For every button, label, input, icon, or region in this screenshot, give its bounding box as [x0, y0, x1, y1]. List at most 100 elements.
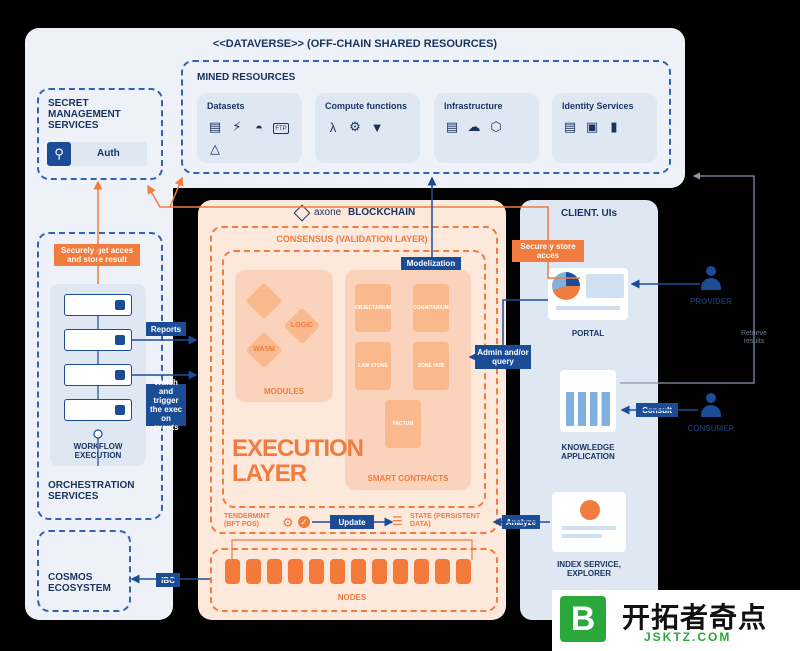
- contract-cognitarium[interactable]: COGNITARIUM: [413, 284, 449, 332]
- mined-resources-title: MINED RESOURCES: [197, 72, 296, 83]
- retrieve-results-label: Retrieve results: [734, 330, 774, 346]
- id-card-icon: ▤: [563, 119, 577, 134]
- consumer-label: CONSUMER: [687, 424, 735, 433]
- contract-objectarium[interactable]: OBJECTARIUM: [355, 284, 391, 332]
- smart-contracts-label: SMART CONTRACTS: [367, 474, 449, 483]
- securely-get-label: Securely get acces and store result: [54, 244, 140, 266]
- modules-box: [235, 270, 333, 402]
- node-block: [351, 559, 366, 584]
- update-label: Update: [330, 515, 374, 529]
- node-block: [309, 559, 324, 584]
- ibc-label: IBC: [156, 573, 180, 587]
- node-block: [414, 559, 429, 584]
- admin-query-label: Admin and/or query: [475, 345, 531, 369]
- watermark-sub: JSKTZ.COM: [644, 630, 732, 644]
- consult-label: Consult: [636, 403, 678, 417]
- auth-box[interactable]: ⚲ Auth: [47, 142, 147, 166]
- modules-label: MODULES: [264, 387, 304, 396]
- cosmos-title: COSMOS ECOSYSTEM: [48, 572, 111, 594]
- knowledge-app-screen[interactable]: [560, 370, 616, 432]
- graph-icon: △: [210, 141, 220, 156]
- workflow-step-4[interactable]: [64, 399, 132, 421]
- auth-label: Auth: [97, 148, 120, 159]
- watermark-text: 开拓者奇点: [622, 602, 768, 633]
- datasets-label: Datasets: [207, 101, 245, 111]
- module-wasm-label: WASM: [253, 346, 275, 353]
- server-icon: ▤: [445, 119, 459, 134]
- filter-icon: ▼: [370, 119, 384, 135]
- knowledge-app-label: KNOWLEDGE APPLICATION: [561, 443, 615, 461]
- identity-services-card[interactable]: Identity Services ▤ ▣ ▮: [552, 93, 657, 163]
- client-uis-title: CLIENT. UIs: [560, 208, 618, 219]
- contract-law-stone[interactable]: LAW STONE: [355, 342, 391, 390]
- pie-chart-icon: [552, 272, 580, 300]
- workflow-step-3[interactable]: [64, 364, 132, 386]
- contract-zone-hub[interactable]: ZONE HUB: [413, 342, 449, 390]
- workflow-step-1[interactable]: [64, 294, 132, 316]
- globe-icon: [580, 500, 600, 520]
- node-block: [393, 559, 408, 584]
- mined-resources-box: [181, 60, 671, 174]
- watch-trigger-label: Watch and trigger the exec on events: [146, 378, 186, 432]
- workflow-step-2[interactable]: [64, 329, 132, 351]
- reports-label: Reports: [146, 322, 186, 336]
- module-logic-label: LOGIC: [290, 322, 314, 329]
- lightning-icon: ⚡: [232, 119, 242, 134]
- bar-chart-icon: [566, 392, 610, 426]
- check-icon: ✓: [298, 516, 310, 528]
- node-block: [288, 559, 303, 584]
- node-block: [435, 559, 450, 584]
- provider-label: PROVIDER: [690, 297, 732, 306]
- datasets-card[interactable]: Datasets ▤ ⚡ ◓ FTP △: [197, 93, 302, 163]
- workflow-execution-label: WORKFLOW EXECUTION: [73, 442, 123, 460]
- line-chart-icon: [586, 274, 624, 298]
- modelization-label: Modelization: [401, 257, 461, 270]
- compute-functions-card[interactable]: Compute functions λ ⚙ ▼: [315, 93, 420, 163]
- wallet-icon: ▮: [610, 119, 618, 134]
- identity-services-label: Identity Services: [562, 101, 634, 111]
- key-icon: ⚲: [47, 142, 71, 166]
- execution-layer-title: EXECUTION LAYER: [232, 435, 364, 487]
- node-block: [267, 559, 282, 584]
- axone-brand: axone: [314, 207, 342, 218]
- cosmos-box: [37, 530, 131, 612]
- compute-functions-label: Compute functions: [325, 101, 407, 111]
- infrastructure-label: Infrastructure: [444, 101, 503, 111]
- hexagon-icon: ⬡: [490, 119, 502, 134]
- node-block: [372, 559, 387, 584]
- blockchain-title: BLOCKCHAIN: [348, 207, 416, 218]
- contract-pactum[interactable]: PACTUM: [385, 400, 421, 448]
- bucket-icon: ◓: [255, 119, 263, 135]
- watermark-logo-icon: B: [560, 596, 606, 642]
- node-block: [225, 559, 240, 584]
- tendermint-label: TENDERMINT (BFT POS): [224, 513, 270, 528]
- node-block: [330, 559, 345, 584]
- node-block: [246, 559, 261, 584]
- index-service-label: INDEX SERVICE, EXPLORER: [557, 560, 621, 578]
- cloud-icon: ☁: [467, 119, 481, 134]
- consensus-title: CONSENSUS (VALIDATION LAYER): [276, 234, 428, 244]
- gear-icon: ⚙: [282, 515, 294, 530]
- portrait-icon: ▣: [585, 119, 599, 134]
- nodes-label: NODES: [337, 593, 367, 602]
- secret-management-title: SECRET MANAGEMENT SERVICES: [48, 98, 121, 131]
- orchestration-title: ORCHESTRATION SERVICES: [48, 480, 135, 502]
- database-icon: ▤: [208, 119, 222, 134]
- provider-person-icon: [701, 266, 721, 290]
- portal-label: PORTAL: [571, 329, 605, 338]
- ftp-icon: FTP: [273, 123, 289, 134]
- cog-icon: ⚙: [349, 119, 361, 134]
- node-block: [456, 559, 471, 584]
- infrastructure-card[interactable]: Infrastructure ▤ ☁ ⬡: [434, 93, 539, 163]
- secret-management-box: [37, 88, 163, 180]
- state-db-icon: ☰: [392, 514, 403, 528]
- index-service-screen[interactable]: [552, 492, 626, 552]
- consumer-person-icon: [701, 393, 721, 417]
- portal-screen[interactable]: [548, 268, 628, 320]
- orchestration-box: [37, 232, 163, 520]
- securely-store-label: Securely store acces: [512, 240, 584, 262]
- dataverse-title: <<DATAVERSE>> (OFF-CHAIN SHARED RESOURCE…: [212, 38, 498, 50]
- lambda-icon: λ: [329, 119, 337, 135]
- analyze-label: Analyze: [502, 515, 540, 529]
